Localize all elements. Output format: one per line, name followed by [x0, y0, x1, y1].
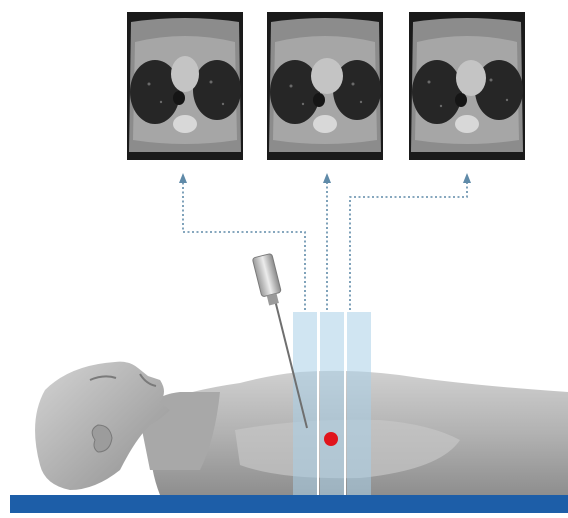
arrow-left	[183, 178, 305, 310]
scan-beam	[293, 312, 371, 502]
ct-slice-left	[127, 12, 243, 160]
ct-slice-right	[409, 12, 525, 160]
beam-slab-3	[347, 312, 371, 502]
beam-slab-1	[293, 312, 317, 502]
ct-slice-middle	[267, 12, 383, 160]
beam-slab-2	[320, 312, 344, 502]
arrow-right	[350, 178, 467, 310]
lesion-dot-icon	[324, 432, 338, 446]
scanner-table-icon	[10, 495, 568, 513]
slice-to-image-arrows	[183, 178, 467, 310]
